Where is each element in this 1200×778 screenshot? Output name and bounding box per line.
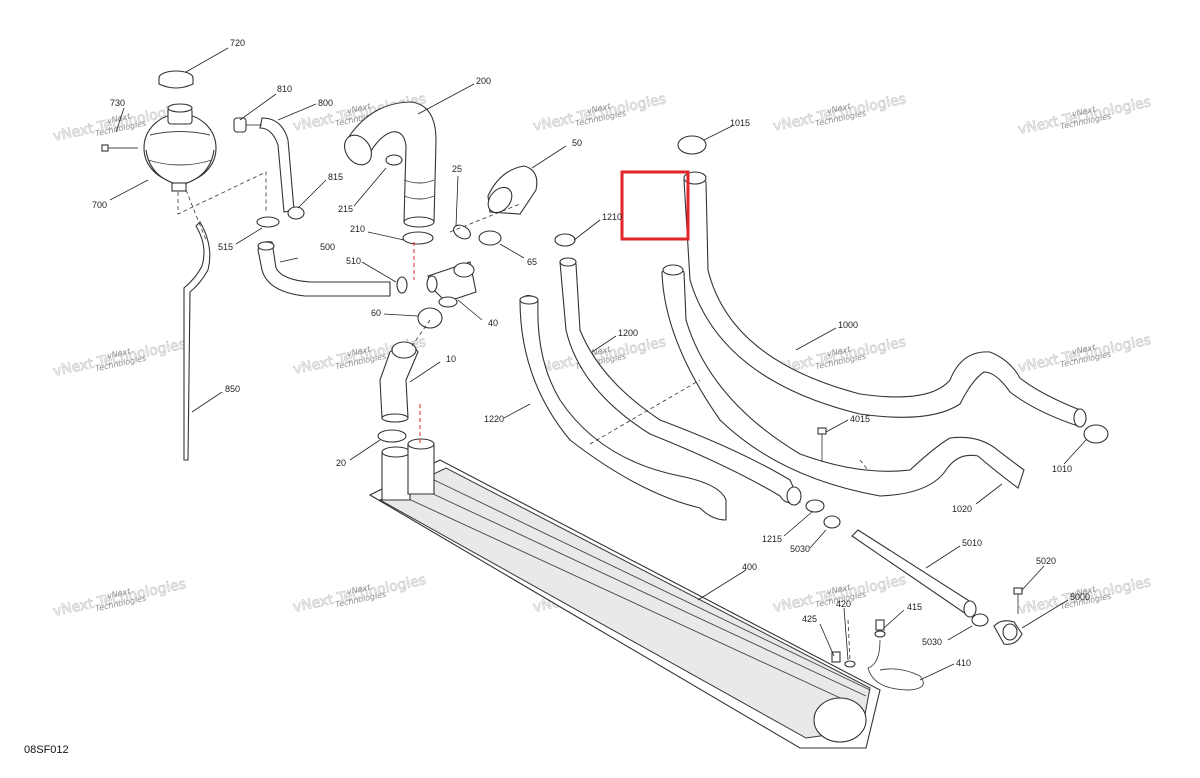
label-200: 200: [476, 76, 491, 86]
label-5020: 5020: [1036, 556, 1056, 566]
bracket-5000: [993, 620, 1023, 645]
watermark-outline-text: vNext Technologies: [1017, 332, 1153, 376]
label-1010: 1010: [1052, 464, 1072, 474]
label-60: 60: [371, 308, 381, 318]
document-code: 08SF012: [24, 744, 69, 756]
hose-800: [259, 117, 295, 213]
hose-1000: [683, 171, 1087, 428]
clamp-1015: [677, 135, 707, 155]
label-1015: 1015: [730, 118, 750, 128]
label-410: 410: [956, 658, 971, 668]
label-1210: 1210: [602, 212, 622, 222]
label-415: 415: [907, 602, 922, 612]
clamp-210: [402, 231, 434, 245]
screw-5020: [1013, 587, 1023, 614]
heat-exchanger-400: [368, 438, 881, 749]
wire-410: [867, 639, 924, 691]
hose-500: [257, 241, 391, 297]
label-50: 50: [572, 138, 582, 148]
watermark-outline-text: vNext Technologies: [532, 91, 668, 135]
label-810: 810: [277, 84, 292, 94]
hose-1020: [661, 264, 1025, 497]
label-5000: 5000: [1070, 592, 1090, 602]
overflow-hose-850: [183, 221, 211, 461]
clamp-810: [233, 117, 262, 133]
label-210: 210: [350, 224, 365, 234]
label-425: 425: [802, 614, 817, 624]
clamp-5030-lower: [971, 613, 989, 627]
clamp-1215: [805, 499, 825, 513]
label-850: 850: [225, 384, 240, 394]
tee-fitting-40: [426, 261, 477, 308]
clamp-20: [377, 429, 407, 443]
label-800: 800: [318, 98, 333, 108]
label-730: 730: [110, 98, 125, 108]
tube-5010: [851, 529, 977, 618]
clamp-815: [287, 206, 305, 220]
label-5010: 5010: [962, 538, 982, 548]
hose-1200: [559, 257, 802, 506]
label-1000: 1000: [838, 320, 858, 330]
label-65: 65: [527, 257, 537, 267]
clamp-515: [256, 216, 280, 228]
tank-cap-720: [158, 70, 194, 89]
label-400: 400: [742, 562, 757, 572]
label-510: 510: [346, 256, 361, 266]
label-815: 815: [328, 172, 343, 182]
label-5030-lower: 5030: [922, 637, 942, 647]
label-1215: 1215: [762, 534, 782, 544]
label-40: 40: [488, 318, 498, 328]
part-labels: 720 730 700 810 800 815 515 500 510 200 …: [92, 38, 1090, 668]
label-5030-upper: 5030: [790, 544, 810, 554]
clamp-1210: [554, 233, 576, 247]
hose-10: [379, 341, 419, 423]
clamp-25: [453, 224, 471, 240]
label-720: 720: [230, 38, 245, 48]
label-700: 700: [92, 200, 107, 210]
label-1200: 1200: [618, 328, 638, 338]
clamp-1010: [1083, 424, 1109, 444]
sensor-415: [874, 619, 886, 638]
washer-420: [844, 660, 856, 668]
hose-1220: [519, 294, 727, 521]
label-1220: 1220: [484, 414, 504, 424]
drain-plug-425: [831, 651, 841, 663]
assembly-lines: [177, 171, 869, 661]
clamp-215: [385, 154, 403, 166]
screw-730: [101, 144, 138, 152]
label-420: 420: [836, 599, 851, 609]
label-25: 25: [452, 164, 462, 174]
label-500: 500: [320, 242, 335, 252]
clamp-5030-upper: [823, 515, 841, 529]
watermark-outline-text: vNext Technologies: [772, 91, 908, 135]
clamp-60: [417, 307, 443, 329]
coolant-tank-700: [143, 103, 217, 192]
label-1020: 1020: [952, 504, 972, 514]
label-515: 515: [218, 242, 233, 252]
screw-4015: [817, 427, 827, 462]
label-215: 215: [338, 204, 353, 214]
highlight-box: [620, 170, 690, 241]
elbow-50: [487, 165, 538, 215]
clamp-65: [478, 230, 502, 246]
clamp-510: [396, 276, 408, 294]
label-20: 20: [336, 458, 346, 468]
label-4015: 4015: [850, 414, 870, 424]
watermark-outline-text: vNext Technologies: [1017, 94, 1153, 138]
label-10: 10: [446, 354, 456, 364]
leader-lines: [109, 47, 1087, 681]
hose-200: [344, 101, 437, 228]
